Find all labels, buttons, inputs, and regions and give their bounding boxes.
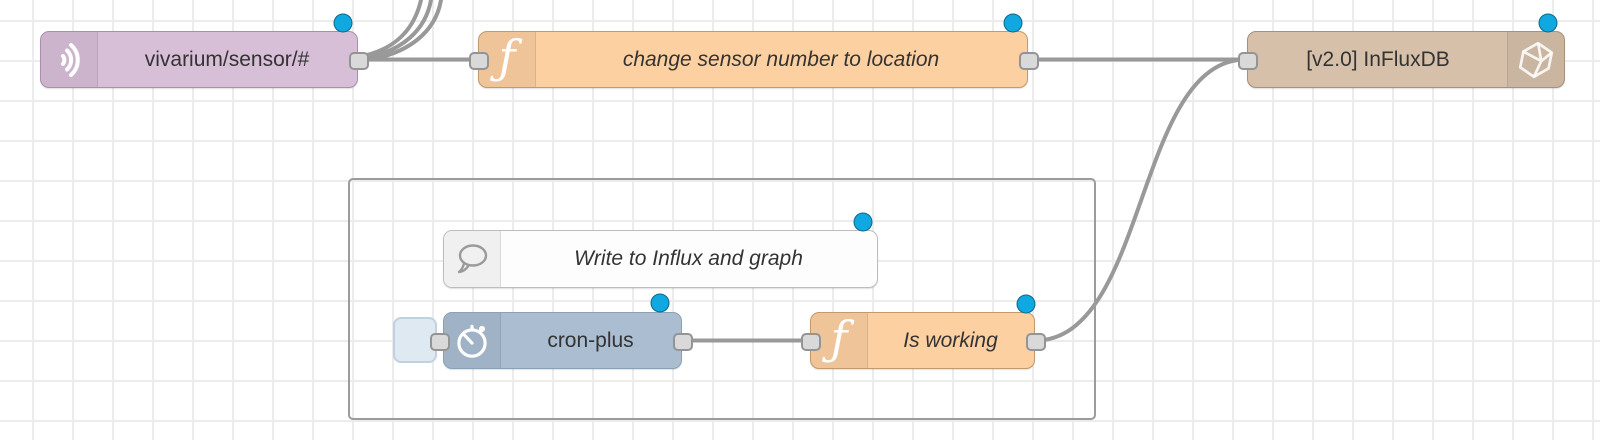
- output-port[interactable]: [349, 51, 369, 70]
- changed-indicator: [650, 293, 670, 313]
- changed-indicator: [1538, 13, 1558, 33]
- wire-isworking-to-influx[interactable]: [1033, 57, 1248, 343]
- input-port[interactable]: [430, 332, 450, 351]
- changed-indicator: [1003, 13, 1023, 33]
- node-mqtt-in[interactable]: vivarium/sensor/#: [40, 31, 369, 88]
- output-port[interactable]: [673, 332, 693, 351]
- node-label: [v2.0] InFluxDB: [1306, 47, 1450, 71]
- node-influxdb-out[interactable]: [v2.0] InFluxDB: [1238, 31, 1565, 88]
- wire-mqtt-offscreen-1[interactable]: [356, 0, 423, 59]
- node-cron-plus[interactable]: cron-plus: [430, 312, 693, 369]
- node-label: change sensor number to location: [622, 47, 940, 71]
- input-port[interactable]: [469, 51, 489, 70]
- output-port[interactable]: [1019, 51, 1039, 70]
- timer-icon: [444, 313, 501, 368]
- wire-mqtt-offscreen-2[interactable]: [356, 0, 433, 61]
- node-label: Write to Influx and graph: [574, 247, 803, 270]
- node-function-isworking[interactable]: ƒ Is working: [801, 312, 1046, 369]
- changed-indicator: [1016, 294, 1036, 314]
- comment-icon: [444, 231, 501, 287]
- input-port[interactable]: [1238, 51, 1258, 70]
- node-comment[interactable]: Write to Influx and graph: [443, 230, 878, 288]
- changed-indicator: [853, 212, 873, 232]
- changed-indicator: [333, 13, 353, 33]
- node-label: Is working: [903, 328, 998, 352]
- signal-icon: [41, 32, 98, 87]
- flow-group[interactable]: [348, 178, 1096, 420]
- influxdb-icon: [1507, 32, 1564, 87]
- input-port[interactable]: [801, 332, 821, 351]
- node-label: cron-plus: [547, 328, 634, 352]
- output-port[interactable]: [1026, 332, 1046, 351]
- node-function-change[interactable]: ƒ change sensor number to location: [469, 31, 1039, 88]
- node-label: vivarium/sensor/#: [144, 47, 310, 71]
